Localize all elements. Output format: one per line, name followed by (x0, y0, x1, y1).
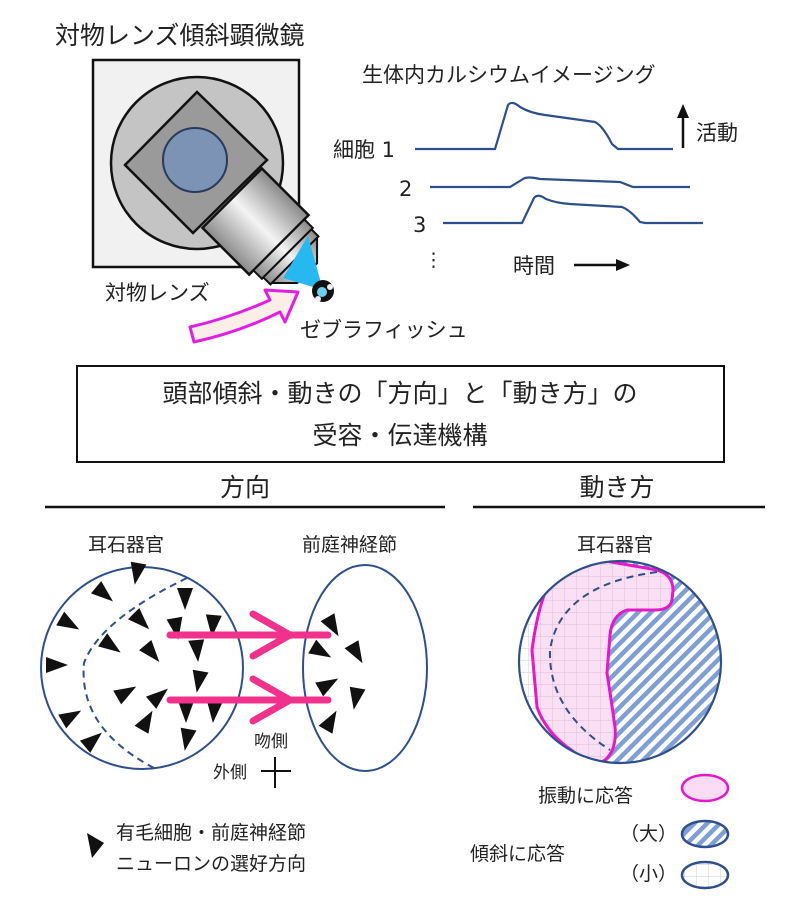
preferred-direction-triangle-icon (46, 657, 68, 673)
otolith-response-map (519, 561, 721, 763)
cell-2-label: 2 (399, 177, 412, 201)
preferred-direction-triangle-icon (320, 613, 339, 637)
legend-tilt-label: 傾斜に応答 (470, 843, 565, 865)
preferred-direction-triangle-icon (308, 639, 332, 658)
projection-arrow-icon (166, 610, 332, 660)
preferred-direction-triangle-icon (318, 710, 337, 734)
legend-line-2: ニューロンの選好方向 (116, 853, 306, 875)
ganglion-label: 前庭神経節 (302, 534, 397, 556)
trace-cell-2 (430, 176, 690, 189)
orientation-cross-icon (261, 757, 291, 788)
preferred-direction-triangle-icon (205, 614, 222, 637)
preferred-direction-triangle-icon (349, 686, 366, 710)
preferred-direction-triangle-icon (134, 710, 153, 734)
imaging-title: 生体内カルシウムイメージング (362, 63, 656, 87)
preferred-direction-triangle-icon (206, 700, 223, 723)
preferred-direction-triangle-icon (127, 607, 150, 630)
preferred-direction-triangle-icon (188, 639, 205, 662)
light-cone (283, 236, 323, 290)
preferred-direction-triangle-icon (98, 633, 121, 653)
preferred-direction-triangle-icon (178, 701, 194, 723)
preferred-direction-triangle-icon (315, 678, 339, 697)
zebrafish-label: ゼブラフィッシュ (300, 318, 468, 342)
time-label: 時間 (513, 254, 555, 278)
legend-large-label: （大） (620, 823, 677, 845)
preferred-direction-triangle-icon (139, 639, 160, 662)
striola-line (82, 577, 188, 771)
preferred-direction-triangle-icon (58, 710, 82, 729)
motion-header: 動き方 (579, 473, 654, 502)
trace-cell-1 (415, 101, 673, 151)
rostral-label: 吻側 (254, 732, 288, 752)
cell-1-label: 細胞 1 (333, 138, 395, 162)
summary-line-2: 受容・伝達機構 (312, 421, 487, 450)
preferred-direction-markers (46, 561, 366, 753)
preferred-direction-triangle-icon (192, 669, 209, 693)
direction-header: 方向 (220, 473, 270, 502)
otolith-label-left: 耳石器官 (88, 534, 164, 556)
calcium-traces (415, 101, 703, 225)
striola-line-right (548, 571, 658, 751)
activity-label: 活動 (696, 121, 738, 145)
legend-tilt-small-swatch (680, 860, 730, 890)
legend-small-label: （小） (620, 863, 677, 885)
preferred-direction-triangle-icon (180, 727, 197, 751)
otolith-label-right: 耳石器官 (577, 534, 653, 556)
lateral-label: 外側 (213, 763, 247, 783)
summary-line-1: 頭部傾斜・動きの「方向」と「動き方」の (162, 379, 637, 408)
legend-line-1: 有毛細胞・前庭神経節 (116, 822, 306, 844)
preferred-direction-triangle-icon (90, 581, 113, 602)
lens-aperture (162, 127, 228, 193)
otolith-organ-circle-right (517, 559, 723, 765)
legend-vibration-label: 振動に応答 (538, 785, 633, 807)
preferred-direction-triangle-icon (145, 688, 168, 709)
preferred-direction-triangle-icon (130, 561, 147, 585)
preferred-direction-triangle-icon (177, 588, 193, 610)
projection-arrows (166, 610, 332, 725)
cell-3-label: 3 (413, 213, 426, 237)
preferred-direction-triangle-icon (79, 732, 102, 753)
objective-label: 対物レンズ (105, 281, 210, 305)
legend-tilt-large-swatch (680, 819, 730, 849)
microscope-title: 対物レンズ傾斜顕微鏡 (55, 21, 305, 50)
preferred-direction-triangle-icon (344, 640, 363, 664)
tilt-arrow-icon (188, 288, 300, 344)
zebrafish-icon (312, 280, 334, 302)
activity-arrow-icon (677, 104, 689, 148)
otolith-organ-circle (40, 566, 244, 770)
legend-triangle-icon (87, 833, 104, 858)
trace-cell-3 (443, 194, 703, 225)
preferred-direction-triangle-icon (113, 686, 137, 705)
legend-vibration-swatch (680, 773, 730, 803)
vestibular-ganglion-ellipse (302, 564, 428, 772)
projection-arrow-icon (166, 675, 332, 725)
summary-box (76, 365, 725, 463)
more-cells-ellipsis: ⋮ (424, 249, 443, 271)
preferred-direction-triangle-icon (56, 611, 80, 630)
microscope-illustration (91, 58, 334, 344)
time-arrow-icon (574, 259, 630, 271)
